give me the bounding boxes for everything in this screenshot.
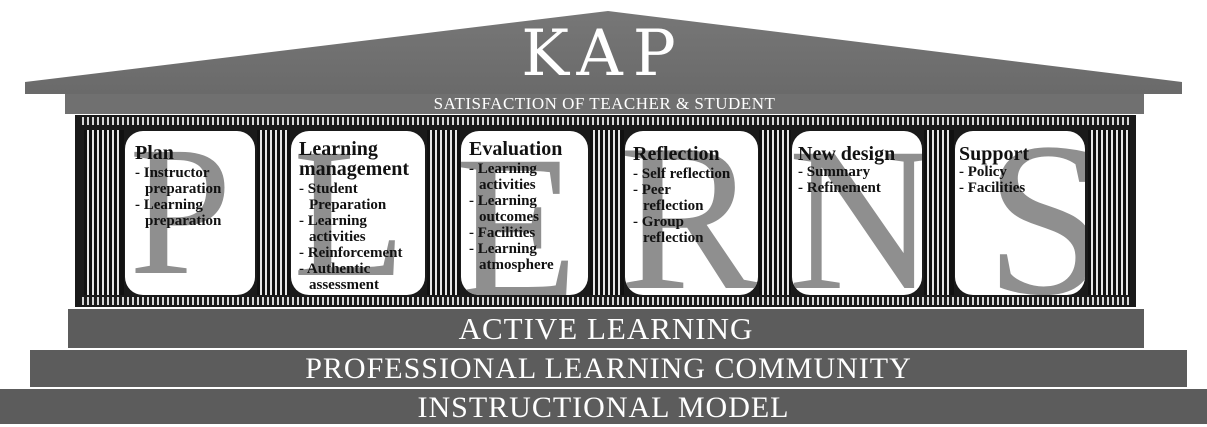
pillar-big-letter: R xyxy=(625,131,758,295)
pillar-panel-plan: P Plan - Instructor preparation - Learni… xyxy=(125,131,255,295)
pillar-item: - Authentic assessment xyxy=(299,261,379,293)
pillar-shaft xyxy=(590,130,624,295)
pillar-big-letter: E xyxy=(461,131,579,295)
pillar-heading: Reflection xyxy=(633,143,720,165)
pillar-items: - Policy - Facilities xyxy=(959,164,1069,196)
pillar-big-letter: L xyxy=(293,131,407,295)
pillar-items: - Self reflection - Peer reflection - Gr… xyxy=(633,166,733,246)
pillar-panel-new-design: N New design - Summary - Refinement xyxy=(792,131,922,295)
pillar-item: - Learning atmosphere xyxy=(469,241,554,273)
roof-pediment xyxy=(25,11,1182,94)
base-step-instructional-model: INSTRUCTIONAL MODEL xyxy=(0,389,1207,424)
pillar-shaft xyxy=(257,130,290,295)
pillar-item: - Learning activities xyxy=(469,161,537,193)
pillar-shaft xyxy=(427,130,460,295)
base-step-professional-learning-community: PROFESSIONAL LEARNING COMMUNITY xyxy=(30,350,1187,387)
pillar-item: - Instructor preparation xyxy=(135,165,222,197)
architrave-band: SATISFACTION OF TEACHER & STUDENT xyxy=(65,94,1144,114)
pillar-items: - Instructor preparation - Learning prep… xyxy=(135,165,247,229)
pillar-item: - Summary xyxy=(798,164,871,180)
pillar-big-letter: S xyxy=(985,131,1085,295)
pillar-heading: Plan xyxy=(135,142,174,164)
pillar-item: - Facilities xyxy=(959,180,1026,196)
bottom-frieze xyxy=(82,297,1129,305)
pillar-item: - Facilities xyxy=(469,225,536,241)
pillar-heading: Evaluation xyxy=(469,138,563,160)
pillar-panel-evaluation: E Evaluation - Learning activities - Lea… xyxy=(461,131,588,295)
pillar-shaft xyxy=(924,130,954,295)
pillar-shaft xyxy=(1088,130,1130,295)
pillar-item: - Reinforcement xyxy=(299,245,403,261)
pillar-shaft xyxy=(84,130,124,295)
pillar-items: - Student Preparation - Learning activit… xyxy=(299,181,425,293)
pillar-item: - Learning preparation xyxy=(135,197,222,229)
pillar-panel-support: S Support - Policy - Facilities xyxy=(955,131,1085,295)
pillar-item: - Self reflection xyxy=(633,166,731,182)
pillar-item: - Policy xyxy=(959,164,1007,180)
pillar-panel-reflection: R Reflection - Self reflection - Peer re… xyxy=(625,131,758,295)
pillar-item: - Peer reflection xyxy=(633,182,704,214)
pillar-panel-learning-management: L Learning management - Student Preparat… xyxy=(291,131,425,295)
pillar-items: - Learning activities - Learning outcome… xyxy=(469,161,581,273)
pillar-big-letter: N xyxy=(792,131,922,295)
top-frieze xyxy=(82,117,1129,125)
pillar-item: - Refinement xyxy=(798,180,881,196)
pillar-heading: New design xyxy=(798,143,896,165)
pillar-heading: Support xyxy=(959,143,1030,165)
pillar-heading: Learning management xyxy=(299,138,409,180)
pillar-item: - Learning outcomes xyxy=(469,193,539,225)
base-step-active-learning: ACTIVE LEARNING xyxy=(68,309,1144,348)
pillar-big-letter: P xyxy=(129,131,232,295)
pillar-item: - Learning activities xyxy=(299,213,367,245)
pillar-shaft xyxy=(759,130,791,295)
pillar-item: - Group reflection xyxy=(633,214,704,246)
pillar-item: - Student Preparation xyxy=(299,181,387,213)
pillar-items: - Summary - Refinement xyxy=(798,164,916,196)
roof-title: KAP xyxy=(521,17,686,91)
